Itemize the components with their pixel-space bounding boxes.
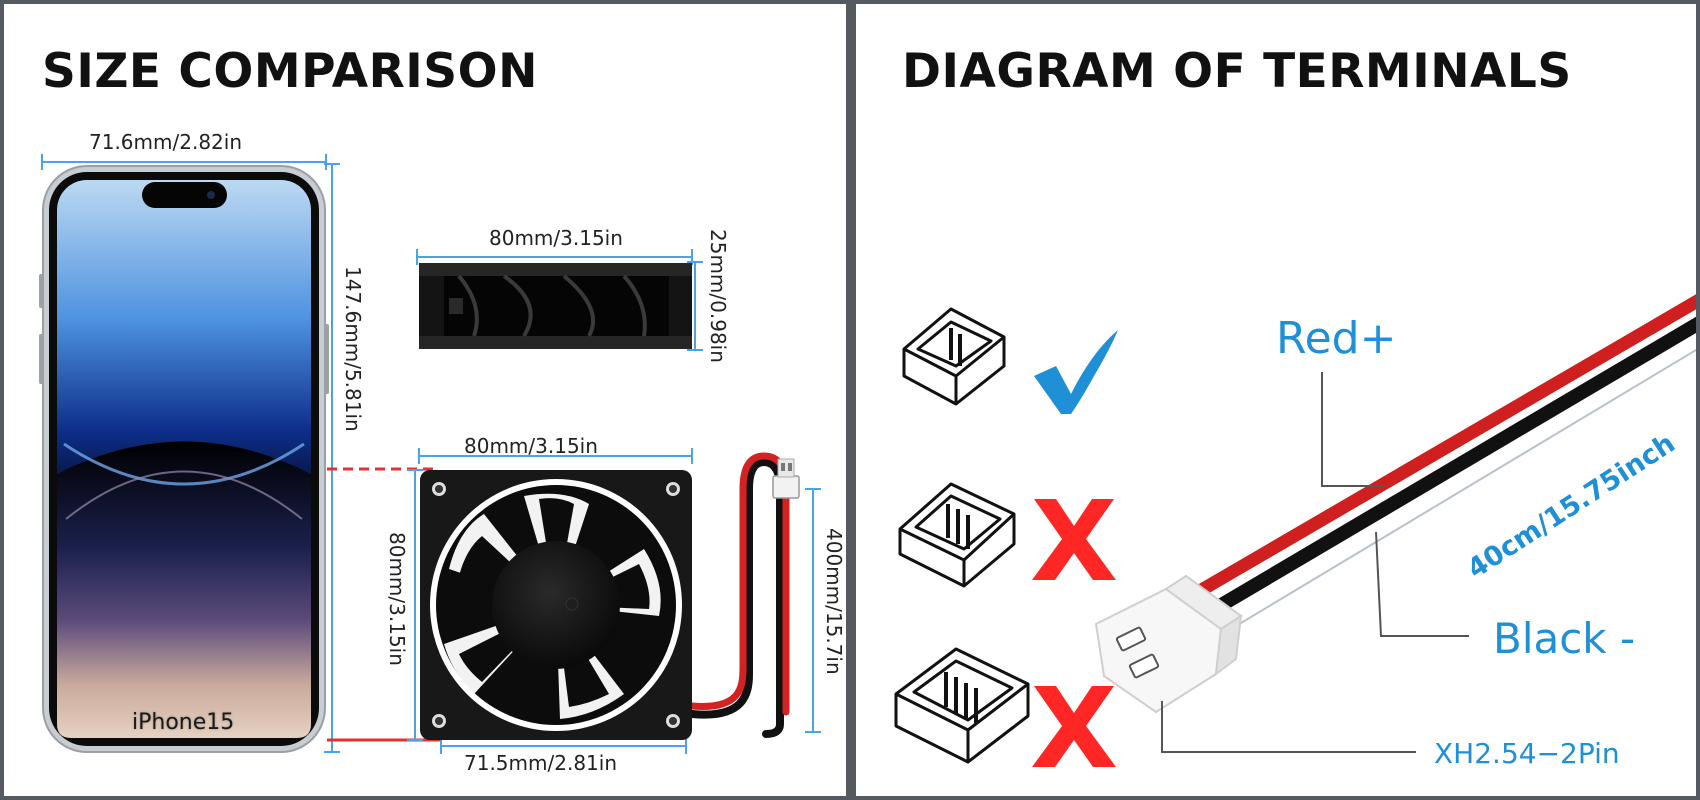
terminals-drawing — [894, 294, 1696, 767]
phone-width-dimension — [41, 154, 327, 170]
phone-width-label: 71.6mm/2.82in — [89, 130, 242, 154]
connector-2pin — [902, 307, 1006, 406]
terminals-title: DIAGRAM OF TERMINALS — [902, 44, 1572, 99]
size-comparison-panel: SIZE COMPARISON — [0, 0, 850, 800]
black-wire-label: Black - — [1493, 614, 1636, 663]
fan-front-width-label: 80mm/3.15in — [464, 434, 598, 458]
fan-front-dimensions — [407, 448, 821, 754]
check-icon — [1034, 330, 1118, 414]
iphone-illustration — [39, 165, 329, 753]
fan-thickness-label: 25mm/0.98in — [706, 229, 730, 363]
terminals-panel: DIAGRAM OF TERMINALS — [850, 0, 1700, 800]
x-icon-3pin — [1032, 499, 1116, 580]
phone-height-dimension — [324, 163, 340, 753]
fan-side-dimensions — [416, 249, 703, 351]
x-icon-4pin — [1032, 686, 1116, 767]
callout-leaders — [1161, 372, 1469, 753]
fan-hole-spacing-label: 71.5mm/2.81in — [464, 751, 617, 775]
fan-cable-length-label: 400mm/15.7in — [822, 528, 846, 675]
red-wire-label: Red+ — [1276, 313, 1397, 364]
fan-cable — [688, 452, 800, 738]
size-comparison-title: SIZE COMPARISON — [42, 44, 538, 99]
fan-side-view — [419, 263, 692, 349]
connector-3pin — [898, 482, 1016, 588]
fan-front-view — [420, 470, 692, 740]
fan-front-height-label: 80mm/3.15in — [385, 532, 409, 666]
connector-type-label: XH2.54−2Pin — [1434, 737, 1620, 770]
connector-wires — [1179, 294, 1696, 633]
phone-height-label: 147.6mm/5.81in — [341, 266, 365, 432]
fan-side-width-label: 80mm/3.15in — [489, 226, 623, 250]
size-comparison-drawing — [39, 154, 821, 754]
xh-connector — [1094, 574, 1243, 714]
phone-model-label: iPhone15 — [132, 710, 235, 735]
connector-4pin — [894, 647, 1030, 764]
